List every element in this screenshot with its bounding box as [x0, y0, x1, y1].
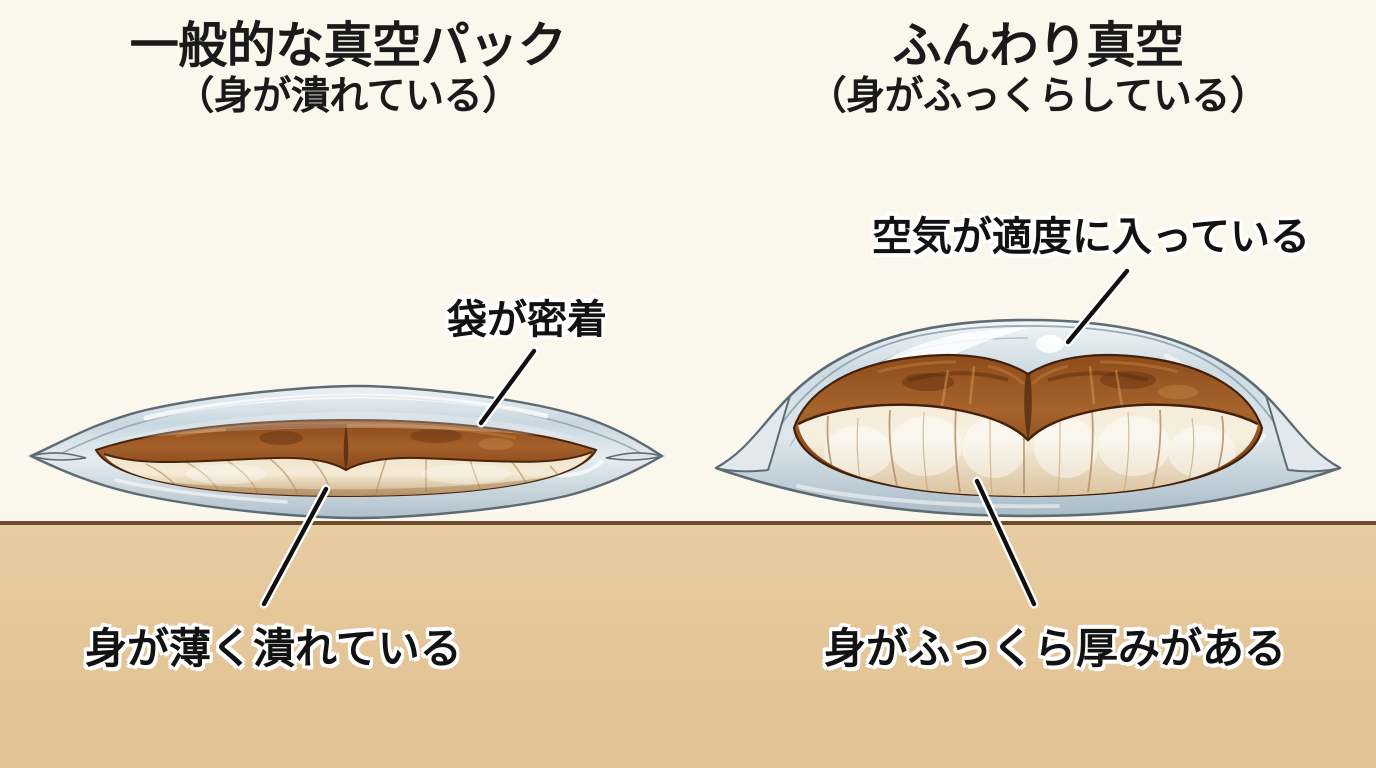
vacuum-pack-flat-illustration: [27, 384, 666, 520]
callout-label-flat-flesh: 身が薄く潰れている: [85, 624, 462, 673]
panel-right-title: ふんわり真空 （身がふっくらしている）: [718, 17, 1358, 119]
vacuum-pack-puffy-illustration: [714, 318, 1342, 518]
bag-film-gloss-left: [116, 412, 586, 440]
panel-left-title: 一般的な真空パック （身が潰れている）: [38, 17, 658, 119]
panel-right-title-line2: （身がふっくらしている）: [807, 73, 1269, 119]
table-surface: [0, 525, 1376, 768]
eel-fillet-plump: [792, 353, 1264, 498]
panel-left-title-line1: 一般的な真空パック: [129, 17, 567, 74]
table-edge-line: [0, 521, 1376, 525]
panel-right-title-line1: ふんわり真空: [892, 17, 1184, 74]
eel-fillet-flat: [94, 418, 598, 498]
callout-label-air-inside: 空気が適度に入っている: [872, 214, 1310, 260]
callout-label-plump-flesh: 身がふっくら厚みがある: [824, 624, 1287, 673]
panel-left-title-line2: （身が潰れている）: [175, 73, 521, 119]
callout-label-bag-tight: 袋が密着: [447, 297, 607, 343]
